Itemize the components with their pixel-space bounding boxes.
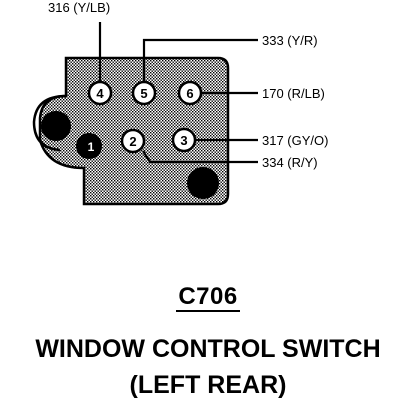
svg-text:4: 4 (96, 86, 104, 101)
pin-4: 4 (87, 80, 113, 106)
pin-5: 5 (131, 80, 157, 106)
pin-2: 2 (120, 128, 146, 154)
pin-3: 3 (171, 127, 197, 153)
pin-1: 1 (76, 133, 102, 159)
svg-text:1: 1 (88, 140, 95, 154)
leader-lines (98, 22, 258, 164)
wire-label-pin-6: 170 (R/LB) (262, 86, 325, 101)
svg-text:5: 5 (140, 86, 147, 101)
connector-id: C706 (0, 283, 416, 312)
wire-label-pin-2: 334 (R/Y) (262, 155, 318, 170)
wire-label-pin-4: 316 (Y/LB) (48, 0, 110, 15)
component-title-line-2: (LEFT REAR) (129, 371, 287, 399)
svg-text:6: 6 (186, 86, 193, 101)
left-locking-tab (32, 94, 67, 152)
svg-text:2: 2 (129, 134, 136, 149)
wire-label-pin-5: 333 (Y/R) (262, 33, 318, 48)
pin-6: 6 (177, 80, 203, 106)
leader-pin-5 (142, 38, 258, 83)
component-title-line-1: WINDOW CONTROL SWITCH (35, 335, 381, 363)
bottom-key (187, 167, 219, 199)
left-key (41, 111, 71, 141)
connector-id-text: C706 (176, 283, 240, 312)
leader-pin-2 (142, 150, 258, 164)
wire-label-pin-3: 317 (GY/O) (262, 133, 328, 148)
svg-text:3: 3 (180, 133, 187, 148)
